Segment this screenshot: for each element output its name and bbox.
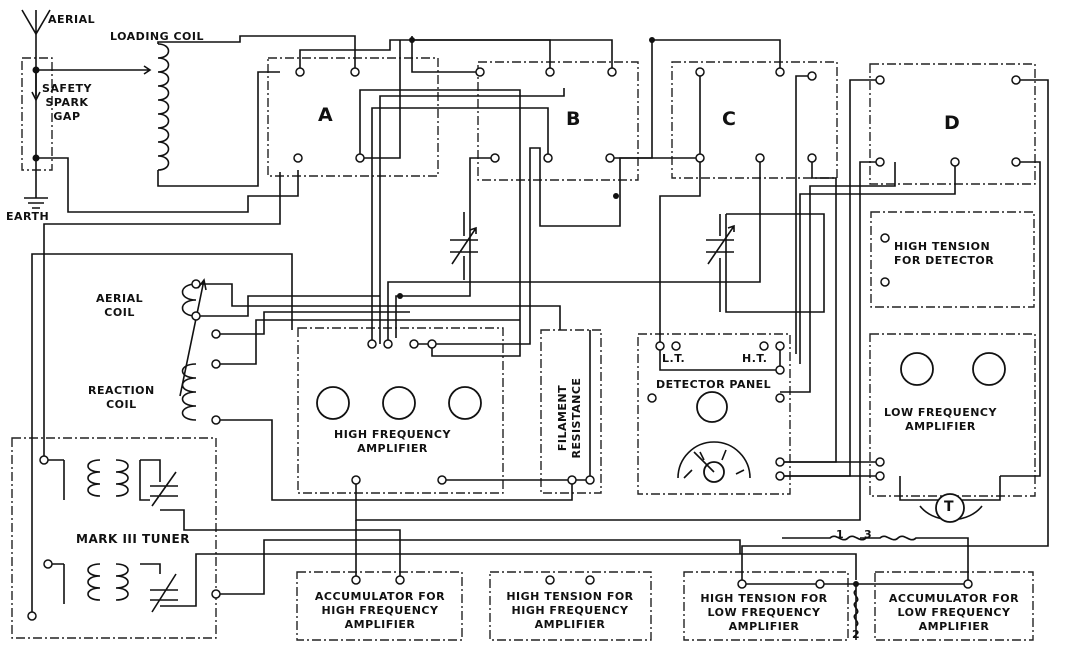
variable-condenser-2 xyxy=(706,224,735,265)
spark-gap-line-1: SAFETY xyxy=(42,82,92,95)
mark-iii-tuner-label: MARK III TUNER xyxy=(76,532,190,546)
reaction-coil-symbol xyxy=(181,363,197,421)
acc-lf-line-1: ACCUMULATOR FOR xyxy=(888,592,1020,605)
lead-3-label: 3 xyxy=(864,528,873,541)
earth-label: EARTH xyxy=(6,210,50,223)
wiring xyxy=(31,36,1049,640)
ht-hf-outline xyxy=(489,571,652,641)
detector-knob[interactable] xyxy=(696,391,728,423)
lf-valve-2-knob[interactable] xyxy=(972,352,1006,386)
spark-gap-line-2: SPARK xyxy=(45,96,89,109)
ht-lf-line-3: AMPLIFIER xyxy=(728,620,800,633)
box-a-label: A xyxy=(318,104,334,126)
reaction-coil-line-2: COIL xyxy=(106,398,137,411)
spark-gap-box xyxy=(21,57,53,171)
box-d-label: D xyxy=(944,112,961,134)
ht-hf-line-2: HIGH FREQUENCY xyxy=(511,604,629,617)
detector-panel-label: DETECTOR PANEL xyxy=(656,378,772,391)
lf-amplifier-line-1: LOW FREQUENCY xyxy=(884,406,997,419)
tuner-coil-lower xyxy=(63,563,178,613)
filament-resistance-line-2: RESISTANCE xyxy=(570,377,583,459)
acc-hf-line-3: AMPLIFIER xyxy=(344,618,416,631)
spark-gap-line-3: GAP xyxy=(53,110,81,123)
tuner-coil-upper xyxy=(63,459,178,507)
loading-coil-label: LOADING COIL xyxy=(110,30,204,43)
ht-hf-line-3: AMPLIFIER xyxy=(534,618,606,631)
ht-lf-line-2: LOW FREQUENCY xyxy=(707,606,821,619)
spark-gap-symbol xyxy=(31,65,152,102)
ht-lf-label: HIGH TENSION FOR LOW FREQUENCY AMPLIFIER xyxy=(694,592,834,634)
lf-amplifier-label: LOW FREQUENCY AMPLIFIER xyxy=(884,406,997,434)
lf-valve-1-knob[interactable] xyxy=(900,352,934,386)
lt-label: L.T. xyxy=(662,352,686,365)
ht-hf-label: HIGH TENSION FOR HIGH FREQUENCY AMPLIFIE… xyxy=(500,590,640,632)
filament-resistance-label: FILAMENT RESISTANCE xyxy=(556,353,584,483)
hf-valve-2-knob[interactable] xyxy=(382,386,416,420)
acc-hf-outline xyxy=(296,571,463,641)
acc-lf-outline xyxy=(874,571,1034,641)
hf-valve-3-knob[interactable] xyxy=(448,386,482,420)
detector-dial[interactable] xyxy=(677,441,751,483)
telephone-receiver xyxy=(899,476,1001,523)
earth-symbol xyxy=(24,158,48,209)
box-c-label: C xyxy=(722,108,737,130)
mark-iii-tuner-outline xyxy=(11,437,217,639)
terminals xyxy=(27,67,1021,621)
spark-gap-label: SAFETY SPARK GAP xyxy=(42,82,92,124)
acc-lf-label: ACCUMULATOR FOR LOW FREQUENCY AMPLIFIER xyxy=(884,592,1024,634)
acc-hf-line-1: ACCUMULATOR FOR xyxy=(314,590,446,603)
filament-resistance-line-1: FILAMENT xyxy=(556,384,569,452)
lead-2-label: 2 xyxy=(852,628,861,641)
box-b-outline xyxy=(477,61,639,181)
box-b-label: B xyxy=(566,108,581,130)
aerial-coil-line-2: COIL xyxy=(104,306,135,319)
ht-hf-line-1: HIGH TENSION FOR xyxy=(506,590,634,603)
aerial-label: AERIAL xyxy=(48,13,96,26)
lead-coils xyxy=(853,589,859,627)
aerial-coil-line-1: AERIAL xyxy=(96,292,144,305)
filament-resistance-outline xyxy=(540,329,602,494)
hf-valve-1-knob[interactable] xyxy=(316,386,350,420)
acc-hf-label: ACCUMULATOR FOR HIGH FREQUENCY AMPLIFIER xyxy=(310,590,450,632)
ht-detector-line-2: FOR DETECTOR xyxy=(894,254,995,267)
loading-coil-symbol xyxy=(157,35,356,187)
acc-lf-line-2: LOW FREQUENCY xyxy=(897,606,1011,619)
box-a-outline xyxy=(267,57,439,177)
telephone-label: T xyxy=(944,499,955,515)
ht-detector-outline xyxy=(870,211,1035,308)
reaction-coil-label: REACTION COIL xyxy=(88,384,155,412)
hf-amplifier-line-2: AMPLIFIER xyxy=(357,442,428,455)
ht-lf-outline xyxy=(683,571,849,641)
hf-amplifier-outline xyxy=(297,327,504,494)
box-d-outline xyxy=(869,63,1036,185)
box-c-outline xyxy=(671,61,838,179)
hf-amplifier-label: HIGH FREQUENCY AMPLIFIER xyxy=(334,428,451,456)
hf-amplifier-line-1: HIGH FREQUENCY xyxy=(334,428,451,441)
reaction-coil-line-1: REACTION xyxy=(88,384,155,397)
lf-amplifier-line-2: AMPLIFIER xyxy=(905,420,976,433)
acc-hf-line-2: HIGH FREQUENCY xyxy=(321,604,439,617)
detector-panel-outline xyxy=(637,333,791,495)
aerial-coil-label: AERIAL COIL xyxy=(96,292,143,320)
variable-condenser-1 xyxy=(450,226,478,265)
lead-1-label: 1 xyxy=(836,528,845,541)
ht-lf-line-1: HIGH TENSION FOR xyxy=(700,592,828,605)
ht-detector-label: HIGH TENSION FOR DETECTOR xyxy=(894,240,994,268)
acc-lf-line-3: AMPLIFIER xyxy=(918,620,990,633)
ht-detector-line-1: HIGH TENSION xyxy=(894,240,991,253)
ht-label: H.T. xyxy=(742,352,768,365)
